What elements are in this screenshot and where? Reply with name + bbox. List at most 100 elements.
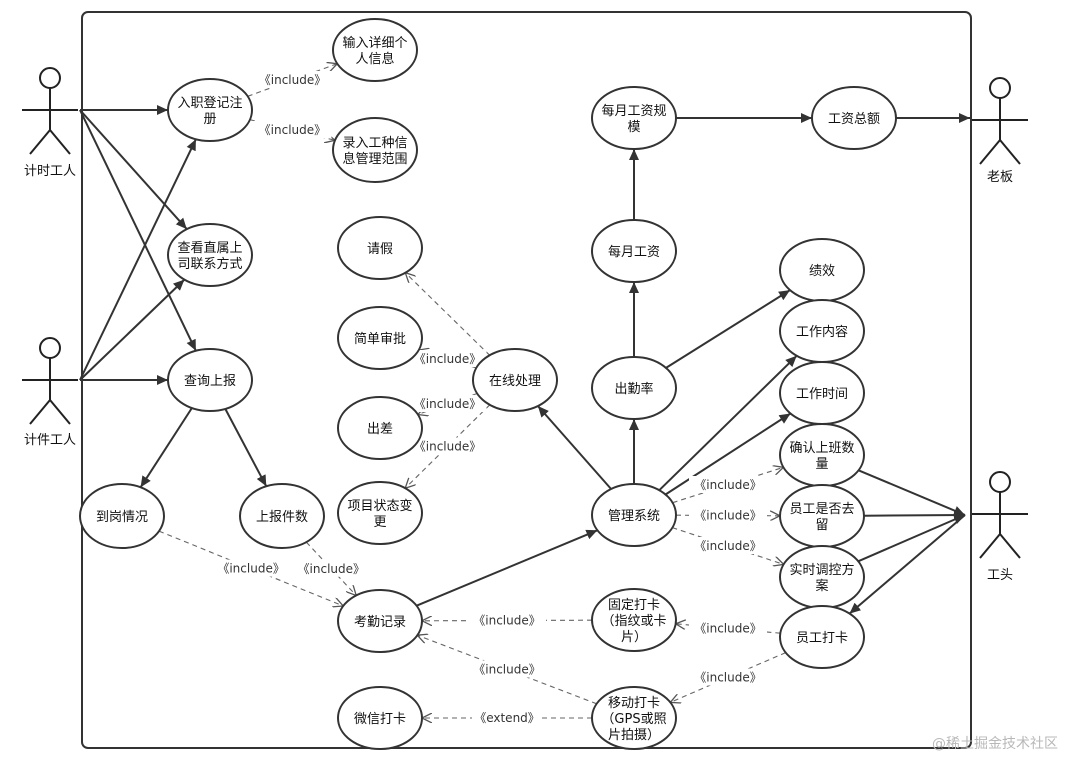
use-case-ellipse [337, 216, 423, 280]
watermark: @稀土掘金技术社区 [932, 736, 1058, 752]
relation-association-hourly-view_contact [79, 109, 188, 230]
use-case-mgmt: 管理系统 [591, 483, 677, 547]
actor-right-leg [999, 533, 1021, 559]
relation-association-attendance_rate-performance [665, 289, 791, 369]
relation-label-include: 《include》 [694, 539, 761, 553]
relation-association-realtime-foreman [857, 514, 966, 563]
relation-association-mgmt-work_content [658, 355, 798, 491]
relation-association-mgmt-online [537, 405, 612, 490]
use-case-emp-punch: 员工打卡 [779, 605, 865, 669]
relation-label-bg [408, 437, 487, 455]
use-case-ellipse [167, 78, 253, 142]
use-case-ellipse [332, 18, 418, 82]
use-case-label: （GPS或照 [601, 712, 666, 727]
use-case-ellipse [591, 686, 677, 750]
relation-labels-layer: 《include》《include》《include》《include》《inc… [212, 71, 767, 726]
use-case-ellipse [591, 219, 677, 283]
relation-label-bg [253, 121, 332, 138]
relation-association-piece-view_contact [79, 278, 186, 381]
use-case-ellipse [779, 605, 865, 669]
actor-right-leg [49, 399, 71, 425]
relation-label-bg [689, 619, 767, 637]
use-case-monthly-salary: 每月工资 [591, 219, 677, 283]
use-case-report-count: 上报件数 [239, 483, 325, 549]
use-case-label: 案 [815, 579, 828, 594]
use-case-approval: 简单审批 [337, 306, 423, 370]
relation-association-retention-foreman [863, 510, 966, 521]
use-case-label: 员工是否去 [789, 502, 854, 517]
use-case-query-report: 查询上报 [167, 348, 253, 412]
use-case-attendance-rate: 出勤率 [591, 356, 677, 420]
actor-left-leg [979, 533, 1001, 559]
actor-head [989, 77, 1011, 99]
actor-right-leg [999, 139, 1021, 165]
actor-foreman: 工头 [972, 471, 1028, 583]
use-case-ellipse [591, 86, 677, 150]
actor-right-leg [49, 129, 71, 155]
use-case-attendance: 考勤记录 [337, 589, 423, 653]
use-case-ellipse [591, 588, 677, 652]
use-case-ellipse [239, 483, 325, 549]
actor-head [39, 337, 61, 359]
use-case-label: 片） [621, 630, 647, 645]
use-case-label: 实时调控方 [789, 562, 854, 578]
use-case-label: 工资总额 [828, 112, 880, 127]
use-case-label: 确认上班数 [789, 441, 854, 456]
relation-label-include: 《include》 [298, 562, 365, 576]
use-case-label: 固定打卡 [608, 598, 660, 613]
use-case-label: 更 [373, 515, 386, 530]
relation-association-piece-register [79, 138, 197, 381]
relation-label-bg [689, 537, 767, 554]
use-case-label: 每月工资 [608, 244, 660, 260]
use-case-label: 工作内容 [796, 324, 848, 340]
use-case-label: 出差 [367, 422, 393, 437]
actor-head [39, 67, 61, 89]
use-case-label: 项目状态变 [347, 498, 412, 514]
use-case-ellipse [337, 589, 423, 653]
use-case-ellipse [337, 306, 423, 370]
use-case-label: 查看直属上 [177, 240, 242, 256]
relation-association-hourly-query_report [79, 109, 197, 352]
use-case-ellipse [472, 348, 558, 412]
relation-label-bg [472, 709, 542, 726]
actor-head [989, 471, 1011, 493]
relation-label-include: 《include》 [694, 622, 761, 636]
use-case-label: 绩效 [809, 264, 835, 279]
relation-label-extend: 《extend》 [474, 711, 540, 725]
relation-label-include: 《include》 [414, 352, 481, 366]
use-case-label: 录入工种信 [342, 136, 407, 151]
use-case-label: 息管理范围 [342, 151, 407, 167]
use-case-trip: 出差 [337, 396, 423, 460]
use-case-label: 司联系方式 [177, 256, 242, 272]
relation-label-bg [689, 506, 767, 524]
relation-label-include: 《include》 [414, 397, 481, 411]
relation-label-bg [292, 559, 371, 577]
use-case-label: 留 [815, 518, 828, 533]
use-case-ellipse [167, 223, 253, 287]
relation-label-bg [408, 350, 487, 367]
use-case-label: 在线处理 [489, 374, 541, 389]
use-case-label: 入职登记注 [177, 96, 242, 111]
use-case-label: 微信打卡 [354, 712, 406, 727]
use-case-label: 量 [815, 457, 828, 472]
use-case-label: 管理系统 [608, 509, 660, 524]
actor-label: 计件工人 [24, 433, 76, 448]
use-case-label: 模 [627, 120, 640, 135]
use-case-ellipse [332, 117, 418, 183]
use-case-online: 在线处理 [472, 348, 558, 412]
relation-label-include: 《include》 [694, 671, 761, 685]
relation-label-include: 《include》 [694, 509, 761, 523]
use-case-label: 人信息 [355, 51, 394, 67]
use-case-label: 上报件数 [256, 510, 308, 525]
use-case-label: 员工打卡 [796, 631, 848, 646]
use-case-label: 册 [203, 112, 216, 127]
